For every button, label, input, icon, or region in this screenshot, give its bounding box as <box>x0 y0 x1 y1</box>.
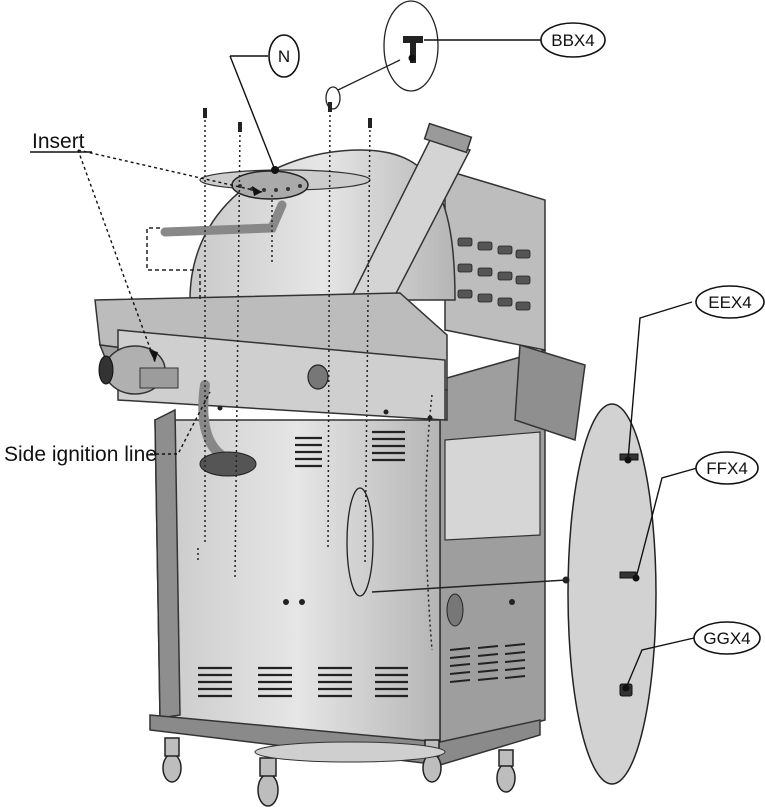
screw-markers <box>203 102 372 132</box>
insert-label: Insert <box>32 130 85 153</box>
gas-pipe <box>160 200 287 237</box>
callout-bb: BBX4 <box>540 22 606 58</box>
bb-leader-line <box>337 59 401 91</box>
leader-lines <box>229 39 698 689</box>
callout-gg: GGX4 <box>693 621 761 655</box>
control-knob <box>307 364 329 390</box>
callout-gg-text: GGX4 <box>703 629 750 648</box>
bb-hole-outline <box>325 86 341 110</box>
leader-dots <box>271 54 640 692</box>
side-ignition-line-label: Side ignition line <box>4 443 157 466</box>
bottom-tray <box>254 741 446 763</box>
tank-opening <box>446 593 464 627</box>
lid-handle <box>423 122 473 154</box>
callout-n-text: N <box>278 47 290 66</box>
callout-bb-text: BBX4 <box>551 31 594 50</box>
cabinet-vents <box>198 430 408 698</box>
bb-bolt-icon <box>403 36 423 63</box>
detail-view-ellipse <box>567 403 657 785</box>
cabinet-interior <box>444 431 541 541</box>
callout-ff-text: FFX4 <box>706 459 748 478</box>
bb-detail-ellipse <box>383 0 439 92</box>
valve-fitting <box>139 367 179 389</box>
detail-source-ellipse <box>346 487 374 597</box>
lid-side <box>444 168 546 351</box>
grill-illustration <box>94 122 586 807</box>
lid-vents <box>457 237 531 311</box>
callout-ee: EEX4 <box>695 285 765 319</box>
callout-ff: FFX4 <box>695 451 759 485</box>
side-shelf <box>514 344 586 441</box>
insert-dashed-frame <box>146 227 201 300</box>
side-burner-knob <box>98 355 114 385</box>
ignition-leader <box>150 391 211 455</box>
insert-leaders <box>77 149 263 363</box>
callout-n: N <box>268 34 300 78</box>
detail-connector <box>371 579 567 593</box>
screw-holes <box>217 405 515 605</box>
cabinet-left-edge <box>154 408 181 719</box>
insert-arrows <box>149 186 262 362</box>
regulator <box>199 451 257 477</box>
callout-ee-text: EEX4 <box>708 293 751 312</box>
side-burner-head <box>231 170 309 200</box>
detail-connector-dot <box>562 576 570 584</box>
casters <box>162 737 516 807</box>
